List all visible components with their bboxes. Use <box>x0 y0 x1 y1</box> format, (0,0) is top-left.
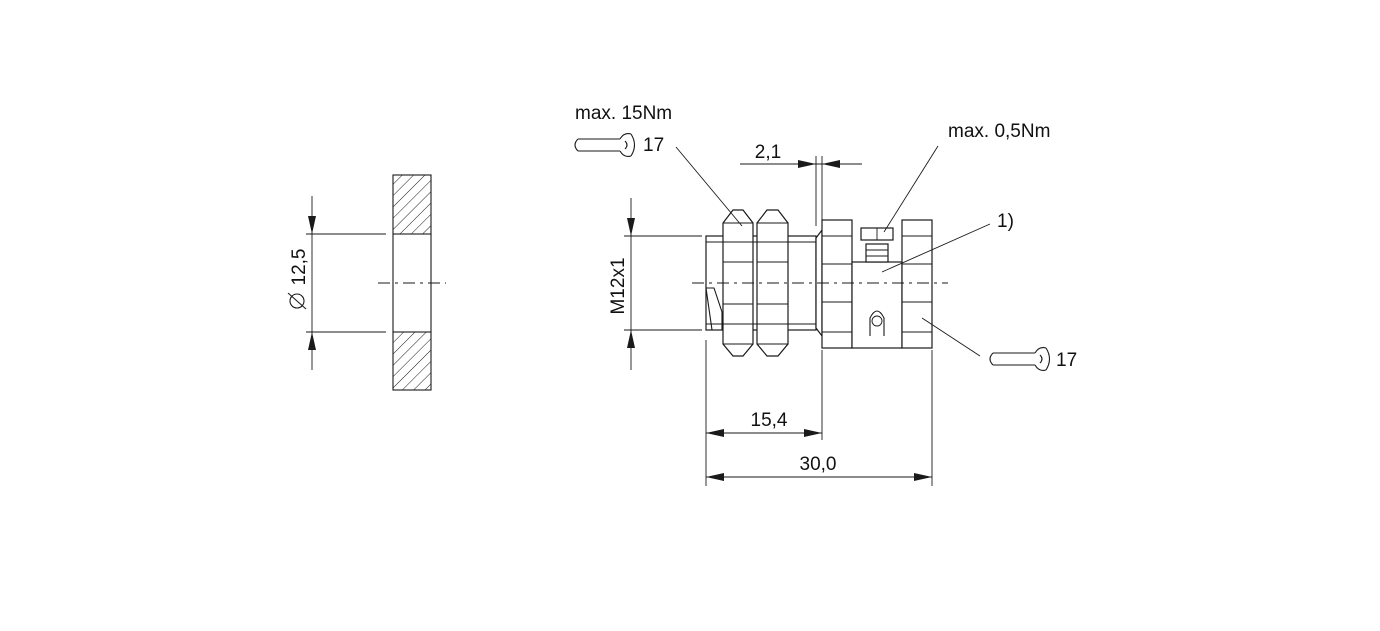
note-marker: 1) <box>997 211 1014 232</box>
thread-dimension: M12x1 <box>608 198 702 370</box>
rear-wrench-callout: 17 <box>921 317 1077 371</box>
panel-section-bottom <box>392 331 432 391</box>
dimension-arrow <box>627 330 635 348</box>
leader-line <box>921 317 981 357</box>
flange-thickness-label: 2,1 <box>755 142 781 163</box>
sleeve-chamfer <box>705 287 723 331</box>
panel-section-top <box>392 174 432 235</box>
thread-length-label: 15,4 <box>751 410 788 431</box>
dimension-arrow <box>308 216 316 234</box>
clamping-screw <box>860 227 894 263</box>
screw-torque-label: max. 0,5Nm <box>948 121 1050 142</box>
mounting-hole-section: 12,5 <box>287 174 446 391</box>
leader-line <box>883 145 939 233</box>
dimension-arrow <box>804 429 822 437</box>
hole-diameter-label: 12,5 <box>289 249 310 286</box>
note-callout: 1) <box>881 211 1014 273</box>
dimension-arrow <box>822 160 840 168</box>
dimension-arrow <box>308 332 316 350</box>
flange-thickness-dimension: 2,1 <box>740 142 862 226</box>
rear-wrench-size: 17 <box>1056 350 1077 371</box>
end-hex <box>901 219 933 349</box>
overall-length-dimension: 30,0 <box>706 350 933 486</box>
nut-torque-callout: max. 15Nm 17 <box>574 103 743 227</box>
thread-size-label: M12x1 <box>608 257 629 314</box>
diameter-symbol <box>287 292 307 310</box>
dimension-arrow <box>798 160 816 168</box>
wrench-icon <box>574 133 636 157</box>
clamp-body <box>851 261 903 349</box>
rear-housing-hex <box>821 219 853 349</box>
wrench-icon <box>989 347 1051 371</box>
dimension-arrow <box>706 429 724 437</box>
dimension-arrow <box>627 218 635 236</box>
connector-side-view <box>692 209 948 357</box>
nut-torque-label: max. 15Nm <box>575 103 672 124</box>
dimension-arrow <box>914 473 932 481</box>
nut-wrench-size: 17 <box>643 135 664 156</box>
hex-nut-front <box>722 209 754 357</box>
screw-torque-callout: max. 0,5Nm <box>883 121 1050 233</box>
leader-line <box>881 223 991 273</box>
thread-length-dimension: 15,4 <box>705 340 823 486</box>
leader-line <box>675 146 743 227</box>
overall-length-label: 30,0 <box>800 454 837 475</box>
dimension-arrow <box>706 473 724 481</box>
